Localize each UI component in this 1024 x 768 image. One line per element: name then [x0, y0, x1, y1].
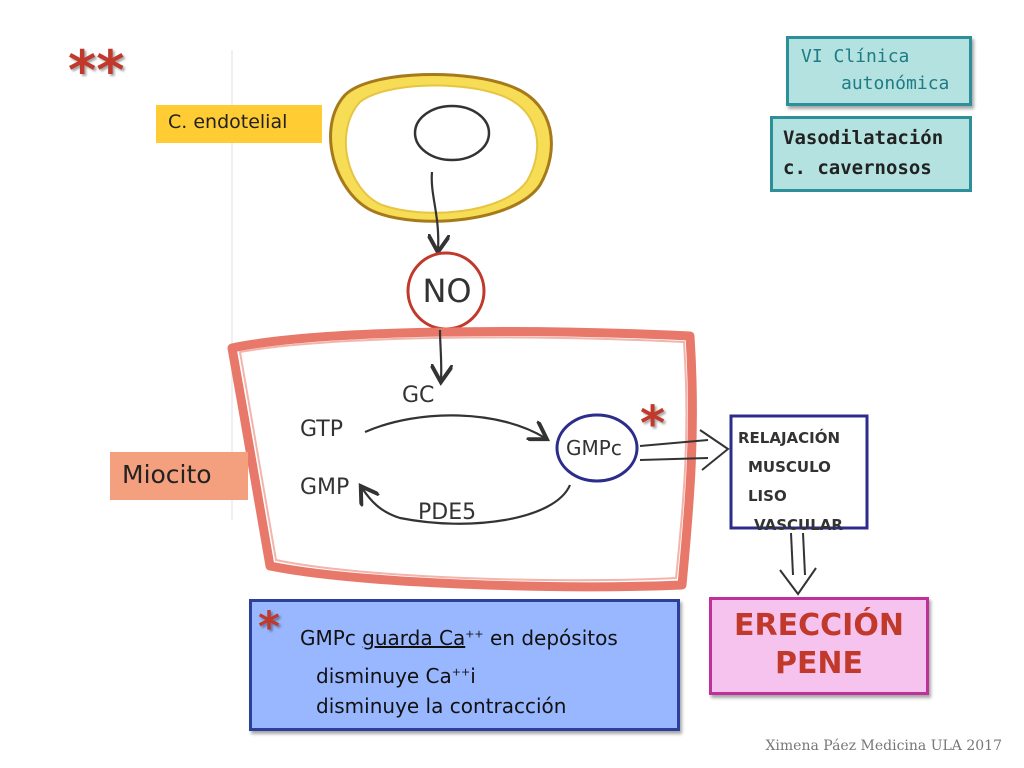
erection-line2: PENE	[774, 646, 864, 681]
double-star-mark: **	[68, 39, 125, 102]
myocyte-label: Miocito	[122, 460, 212, 489]
arrow-to-relaxation	[639, 429, 730, 471]
note-star-mark: *	[258, 602, 280, 651]
arrow-to-erection	[779, 532, 817, 596]
relaxation-line1: RELAJACIÓN	[738, 429, 841, 447]
gmpc-circle	[555, 413, 639, 483]
gtp-label: GTP	[300, 417, 343, 442]
note-line1-sup: ++	[465, 627, 484, 641]
note-line2: disminuye Ca++i	[316, 664, 476, 688]
erection-line1: ERECCIÓN	[734, 608, 904, 643]
relaxation-line2: MUSCULO LISO	[748, 458, 831, 505]
endothelial-label-box: C. endotelial	[156, 105, 322, 143]
arrow-no-to-gc	[440, 329, 441, 380]
gc-label: GC	[402, 383, 435, 408]
footer-credit: Ximena Páez Medicina ULA 2017	[765, 738, 1002, 754]
myocyte-label-box: Miocito	[110, 452, 248, 500]
gmp-label: GMP	[300, 475, 350, 500]
note-line1: GMPc guarda Ca++ en depósitos	[300, 626, 618, 650]
note-box: * GMPc guarda Ca++ en depósitos disminuy…	[249, 599, 680, 731]
clinic-box: VI Clínica autonómica	[786, 36, 972, 106]
clinic-line2: autonómica	[841, 73, 950, 94]
no-label: NO	[422, 272, 472, 310]
myocyte-cell	[227, 327, 697, 592]
vasodilation-box: Vasodilatación c. cavernosos	[770, 116, 972, 192]
single-star-mark: *	[640, 396, 666, 452]
note-line1-underlined: guarda Ca	[362, 626, 466, 650]
gmpc-label: GMPc	[566, 436, 622, 460]
endothelial-label: C. endotelial	[168, 111, 288, 133]
arrow-to-no	[432, 171, 439, 250]
vaso-line1: Vasodilatación	[783, 127, 944, 149]
relaxation-box	[729, 414, 869, 530]
vaso-line2: c. cavernosos	[783, 157, 932, 179]
note-line2-sup: ++	[451, 665, 471, 679]
relaxation-line3: VASCULAR	[754, 516, 843, 534]
relaxation-text: RELAJACIÓN MUSCULO LISO VASCULAR	[738, 424, 864, 540]
note-line2-end: i	[470, 664, 476, 688]
arrow-gmpc-gmp	[362, 485, 572, 525]
note-line1-suffix: en depósitos	[483, 626, 618, 650]
pde5-label: PDE5	[418, 500, 477, 525]
note-line3: disminuye la contracción	[316, 694, 567, 718]
clinic-line1: VI Clínica	[801, 46, 910, 67]
nucleus	[413, 104, 491, 162]
endothelial-cell	[329, 72, 553, 223]
note-line1-prefix: GMPc	[300, 626, 363, 650]
note-line2-main: disminuye Ca	[316, 664, 452, 688]
erection-box: ERECCIÓN PENE	[709, 597, 929, 695]
arrow-gtp-gmpc	[364, 414, 545, 438]
